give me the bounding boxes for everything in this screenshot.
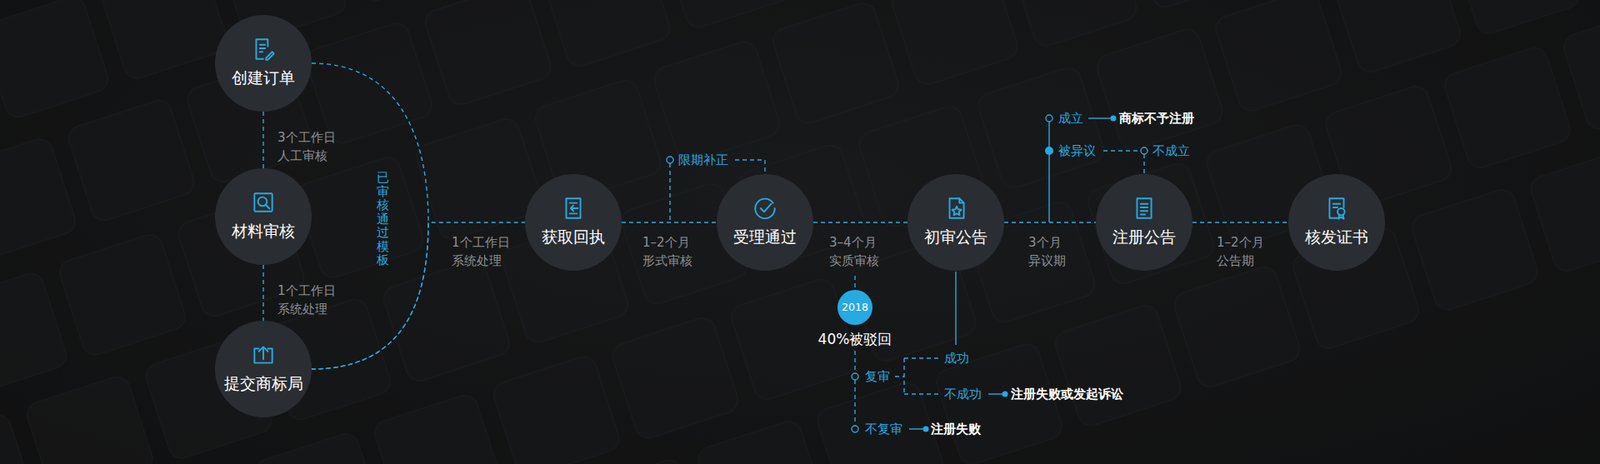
duration-label: 1个工作日 系统处理: [451, 233, 562, 270]
hollow-dot: [1140, 147, 1148, 155]
dashed-leader: [764, 160, 765, 175]
dashed-leader: [854, 350, 855, 374]
result-label: 注册失败或发起诉讼: [1010, 385, 1124, 403]
dashed-leader: [1143, 154, 1145, 175]
duration-label: 3个工作日 人工审核: [277, 128, 388, 165]
icon-stroke: [755, 199, 775, 219]
icon-stroke: [959, 198, 964, 203]
step-circle: 获取回执: [525, 174, 622, 271]
step-icon: [1130, 195, 1158, 222]
leader-line: [955, 271, 956, 345]
hollow-dot: [851, 425, 859, 433]
dashed-leader: [669, 163, 670, 223]
step-title: 获取回执: [541, 226, 605, 247]
branch-label: 不复审: [865, 420, 903, 438]
icon-stroke: [259, 346, 269, 360]
icon-stroke: [565, 198, 580, 218]
step-title: 初审公告: [924, 226, 988, 247]
icon-stroke: [760, 204, 772, 213]
duration-label: 3个月 异议期: [1028, 233, 1101, 270]
step-icon: [250, 341, 277, 369]
dashed-leader: [1103, 150, 1141, 151]
step-icon: [560, 195, 587, 222]
leader-line: [1048, 121, 1050, 223]
hollow-dot: [851, 373, 859, 380]
year-text: 2018: [841, 300, 869, 315]
step-icon: [250, 35, 277, 63]
step-icon: [1323, 195, 1350, 222]
dashed-leader: [904, 393, 939, 395]
step-icon: [250, 189, 277, 216]
step-icon: [942, 195, 970, 222]
step-circle: 注册公告: [1095, 174, 1193, 271]
leader-line: [1088, 117, 1111, 119]
icon-stroke: [1338, 214, 1344, 219]
result-label: 注册失败: [930, 420, 981, 438]
step-circle: 材料审核: [215, 168, 312, 265]
duration-label: 1–2个月 公告期: [1216, 233, 1304, 270]
duration-label: 1个工作日 系统处理: [277, 281, 388, 319]
step-circle: 提交商标局: [215, 320, 312, 418]
dashed-leader: [903, 358, 905, 395]
filled-dot: [923, 426, 930, 433]
icon-stroke: [260, 45, 265, 53]
icon-stroke: [265, 205, 270, 209]
step-circle: 受理通过: [716, 174, 814, 271]
duration-label: 1–2个月 形式审核: [642, 233, 742, 270]
step-title: 核发证书: [1305, 226, 1369, 247]
hollow-dot: [1045, 115, 1053, 122]
step-title: 材料审核: [231, 220, 295, 241]
duration-label: 3–4个月 实质审核: [829, 233, 929, 270]
flow-connector: [262, 111, 264, 169]
step-icon: [751, 195, 779, 222]
icon-stroke: [1333, 204, 1341, 208]
hollow-dot: [666, 156, 674, 164]
icon-stroke: [1140, 204, 1149, 215]
step-title: 创建订单: [231, 67, 295, 88]
icon-stroke: [952, 206, 962, 215]
dashed-leader: [895, 375, 905, 377]
filled-dot: [1045, 146, 1054, 155]
year-badge: 201840%被驳回: [837, 290, 873, 325]
step-title: 注册公告: [1112, 226, 1176, 247]
leader-line: [988, 393, 1003, 395]
flow-connector: [1004, 221, 1096, 223]
dashed-leader: [854, 380, 855, 426]
step-circle: 核发证书: [1288, 174, 1385, 271]
icon-stroke: [255, 39, 268, 59]
vertical-edge-label: 已审核通过模板: [376, 170, 390, 268]
flow-connector: [262, 265, 264, 321]
branch-label: 限期补正: [678, 151, 729, 169]
branch-label: 不成立: [1152, 142, 1190, 160]
dashed-leader: [735, 159, 765, 160]
flow-connector: [311, 63, 429, 370]
flow-connector: [1192, 221, 1289, 223]
dashed-leader: [854, 275, 855, 290]
icon-stroke: [570, 205, 579, 211]
branch-label: 复审: [865, 368, 890, 385]
leader-line: [909, 428, 924, 430]
rate-caption: 40%被驳回: [818, 330, 893, 349]
filled-dot: [1110, 115, 1117, 122]
step-circle: 创建订单: [215, 15, 312, 112]
dashed-leader: [904, 357, 939, 359]
step-title: 提交商标局: [224, 373, 304, 394]
branch-label: 被异议: [1058, 142, 1096, 160]
flow-connector: [621, 221, 717, 223]
step-circle: 初审公告: [907, 174, 1005, 271]
flow-connector: [813, 221, 908, 223]
icon-stroke: [950, 198, 965, 218]
icon-stroke: [254, 193, 272, 211]
icon-stroke: [1136, 198, 1151, 218]
branch-label: 成功: [944, 350, 970, 367]
step-title: 受理通过: [733, 226, 797, 247]
branch-label: 成立: [1058, 110, 1084, 127]
filled-dot: [1002, 391, 1009, 398]
icon-stroke: [265, 51, 275, 60]
branch-label: 不成功: [944, 385, 982, 403]
result-label: 商标不予注册: [1119, 110, 1195, 127]
